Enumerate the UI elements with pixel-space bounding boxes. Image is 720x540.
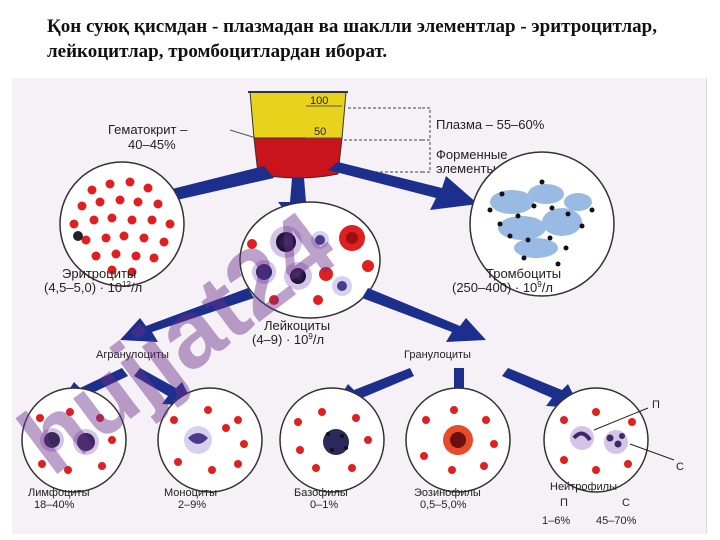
neutrophils-name: Нейтрофилы — [550, 481, 617, 493]
thrombocytes-count: (250–400) · 109/л — [452, 280, 553, 295]
erythrocyte-dots — [69, 177, 175, 277]
eosinophils-pct: 0,5–5,0% — [420, 499, 467, 511]
thrombocytes-name: Тромбоциты — [486, 266, 561, 281]
basophils-circle — [279, 387, 385, 493]
leukocytes-name: Лейкоциты — [264, 318, 330, 333]
leukocytes-count: (4–9) · 109/л — [252, 332, 324, 347]
neutrophils-pct-p: 1–6% — [542, 515, 570, 527]
eosinophils-circle — [405, 387, 511, 493]
neutrophils-label-p: П — [652, 399, 660, 411]
arrow-to-thrombocytes — [328, 162, 478, 210]
thrombocyte-dots — [487, 179, 595, 267]
lymphocytes-name: Лимфоциты — [28, 487, 90, 499]
beaker-mark-100: 100 — [310, 95, 328, 107]
erythrocytes-name: Эритроциты — [62, 266, 136, 281]
eosinophils-name: Эозинофилы — [414, 487, 481, 499]
neutrophils-pct-c: 45–70% — [596, 515, 637, 527]
lymphocytes-pct: 18–40% — [34, 499, 75, 511]
monocytes-pct: 2–9% — [178, 499, 206, 511]
basophils-pct: 0–1% — [310, 499, 338, 511]
neutrophils-sub-p: П — [560, 497, 568, 509]
beaker-mark-50: 50 — [314, 126, 326, 138]
beaker: 100 50 — [248, 91, 348, 179]
basophils-name: Базофилы — [294, 487, 348, 499]
beaker-plasma — [249, 91, 347, 139]
monocytes-name: Моноциты — [164, 487, 217, 499]
lymphocytes-circle — [21, 387, 127, 493]
diagram-canvas: 100 50 Гематокрит – 40–45% Плазма – 55–6… — [12, 91, 684, 527]
arrow-to-granulocytes — [362, 288, 486, 342]
monocytes-circle — [157, 387, 263, 493]
erythrocytes-count: (4,5–5,0) · 1012/л — [44, 280, 142, 295]
beaker-brackets — [340, 107, 431, 173]
formed-elements-label-line1: Форменные — [436, 147, 507, 162]
leukocytes-circle — [239, 201, 381, 319]
hematocrit-label-line2: 40–45% — [128, 137, 176, 152]
agranulocytes-label: Агранулоциты — [96, 349, 169, 361]
group-arrows — [120, 288, 486, 342]
neutrophils-sub-c: С — [622, 497, 630, 509]
neutrophils-label-c: С — [676, 461, 684, 473]
neutrophils-circle — [543, 387, 675, 493]
erythrocytes-circle — [59, 161, 185, 287]
arrow-to-agranulocytes — [120, 288, 254, 342]
plasma-label: Плазма – 55–60% — [436, 117, 545, 132]
granulocytes-label: Гранулоциты — [404, 349, 471, 361]
blood-composition-diagram: 100 50 Гематокрит – 40–45% Плазма – 55–6… — [12, 78, 707, 534]
thrombocytes-circle — [469, 151, 615, 297]
slide-title: Қон суюқ қисмдан - плазмадан ва шаклли э… — [47, 16, 657, 62]
hematocrit-label-line1: Гематокрит – — [108, 122, 188, 137]
